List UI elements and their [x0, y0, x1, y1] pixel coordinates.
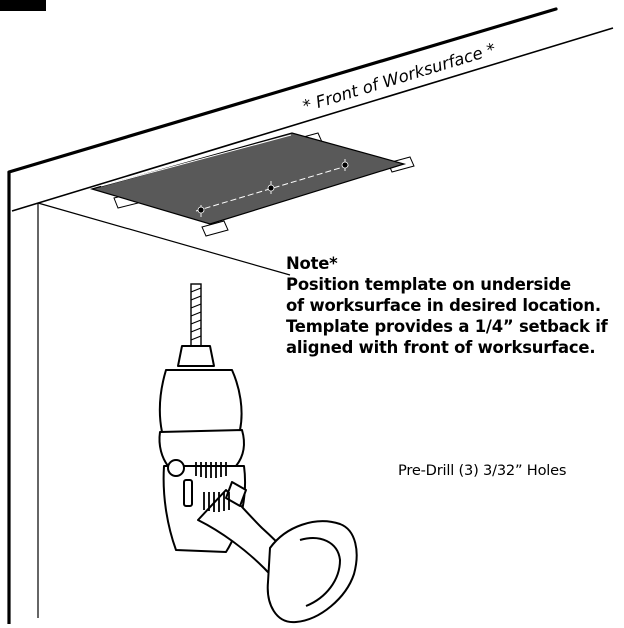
- header-tab: [0, 0, 46, 11]
- hole-marker-icon: [341, 161, 349, 169]
- template-plate: [89, 132, 407, 225]
- template-tab-bottom: [201, 220, 229, 237]
- note-line: of worksurface in desired location.: [286, 296, 601, 315]
- note-line: aligned with front of worksurface.: [286, 338, 596, 357]
- drill-selector-icon: [167, 459, 185, 477]
- drill-housing: [158, 369, 243, 439]
- drill-trigger: [225, 481, 247, 507]
- drill-icon: [158, 345, 358, 624]
- note-heading: Note*: [286, 254, 338, 273]
- drill-chuck: [177, 345, 215, 367]
- worksurface-front-lower-edge: [11, 27, 614, 212]
- battery-pack-detail: [299, 537, 341, 607]
- template-front-highlight: [100, 134, 292, 187]
- template-icon: [89, 132, 415, 237]
- battery-pack-icon: [266, 520, 358, 624]
- underside-depth-edge: [37, 202, 291, 276]
- note-block: Note* Position template on underside of …: [286, 253, 621, 358]
- hole-marker-icon: [267, 184, 275, 192]
- pre-drill-callout: Pre-Drill (3) 3/32” Holes: [398, 462, 567, 479]
- drill-grip-ribs: [195, 462, 230, 512]
- note-line: Position template on underside: [286, 275, 571, 294]
- hole-marker-icon: [197, 206, 205, 214]
- worksurface-top-edge: [7, 7, 558, 174]
- drill-bit-icon: [190, 283, 202, 347]
- drill-switch: [183, 479, 193, 507]
- note-line: Template provides a 1/4” setback if: [286, 317, 608, 336]
